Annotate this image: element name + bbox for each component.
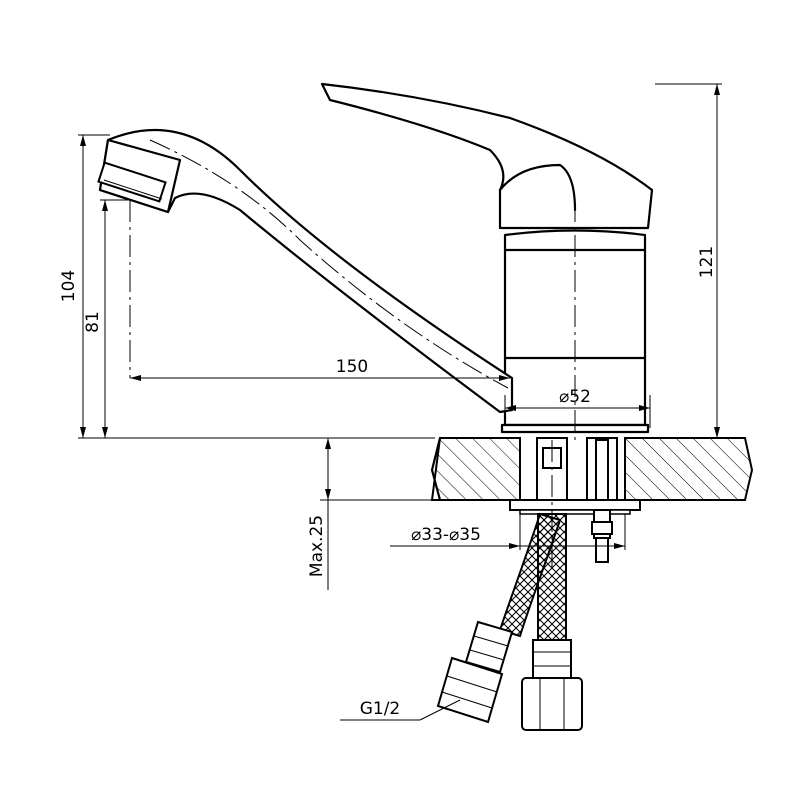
label-body-diameter: ⌀52 <box>559 387 591 407</box>
label-spout-reach: 150 <box>336 357 368 377</box>
label-counter-thickness: Max.25 <box>307 515 327 577</box>
faucet-body <box>500 229 650 434</box>
countertop-section <box>430 436 754 502</box>
supply-hoses <box>436 512 583 731</box>
label-spout-outlet-height: 81 <box>83 311 103 333</box>
center-lines <box>129 139 576 570</box>
label-hole-diameter: ⌀33-⌀35 <box>411 525 481 545</box>
spout <box>97 128 514 414</box>
label-hose-thread: G1/2 <box>360 699 401 719</box>
label-spout-total-height: 104 <box>59 270 79 302</box>
dimension-labels: 104 81 150 121 ⌀52 Max.25 ⌀33-⌀35 G1/2 <box>59 246 717 719</box>
handle-lever <box>320 82 654 230</box>
label-body-height: 121 <box>697 246 717 278</box>
dimension-lines <box>78 83 722 721</box>
mounting-hardware <box>509 437 641 563</box>
